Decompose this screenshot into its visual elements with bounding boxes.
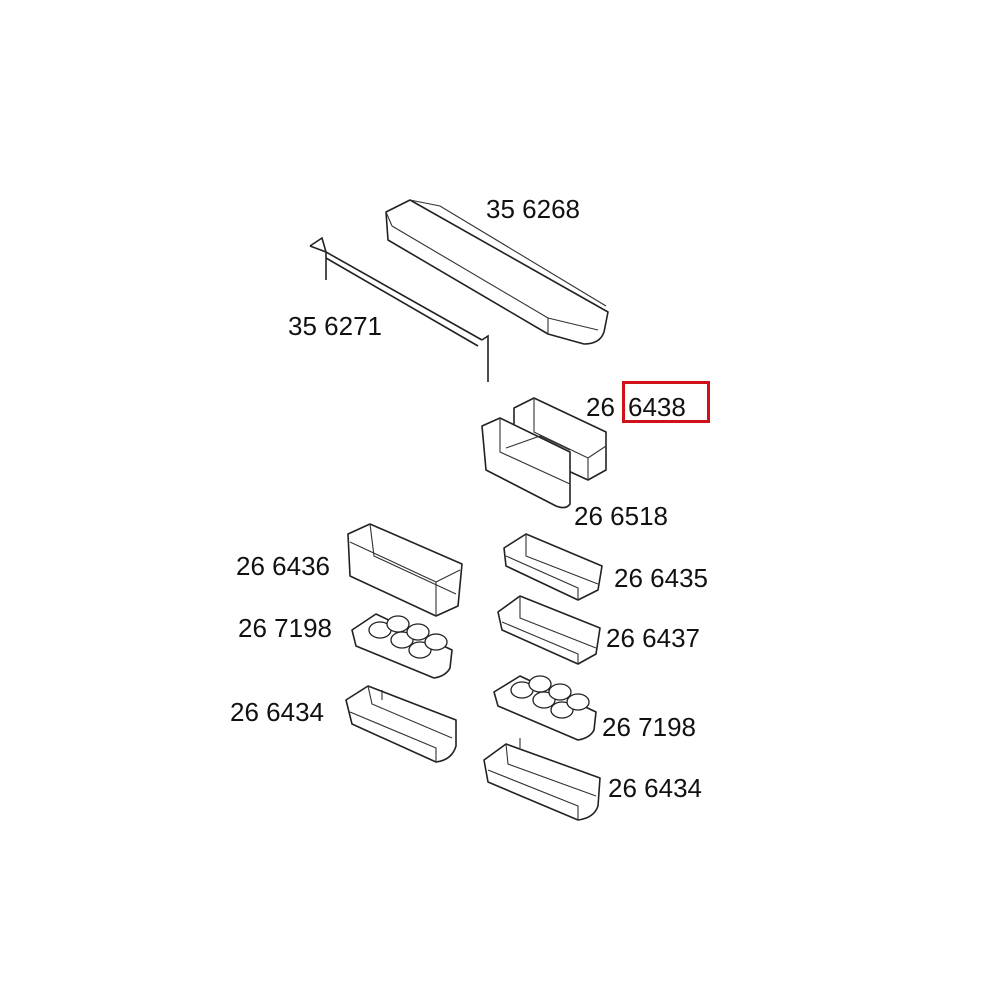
box-right-upper	[503, 533, 603, 601]
label-26-6437: 26 6437	[606, 623, 700, 653]
egg-tray-left	[351, 613, 453, 679]
egg-tray-right	[493, 675, 597, 741]
label-26-6435: 26 6435	[614, 563, 708, 593]
label-26-6434-right: 26 6434	[608, 773, 702, 803]
label-35-6271: 35 6271	[288, 311, 382, 341]
box-right-mid	[497, 595, 601, 665]
label-26-6518: 26 6518	[574, 501, 668, 531]
highlight-box	[622, 381, 710, 423]
tall-box-left	[347, 523, 463, 617]
label-26-6438-highlighted: 6438	[628, 392, 686, 422]
label-26-7198-left: 26 7198	[238, 613, 332, 643]
label-26-6438-prefix: 26	[586, 392, 615, 422]
long-door-shelf	[385, 199, 609, 345]
label-26-6434-left: 26 6434	[230, 697, 324, 727]
shelf-right-bottom	[483, 738, 601, 821]
label-35-6268: 35 6268	[486, 194, 580, 224]
wire-rail	[309, 236, 489, 382]
bottle-divider	[481, 417, 571, 509]
label-26-6436: 26 6436	[236, 551, 330, 581]
shelf-left-bottom	[345, 685, 457, 763]
label-26-7198-right: 26 7198	[602, 712, 696, 742]
